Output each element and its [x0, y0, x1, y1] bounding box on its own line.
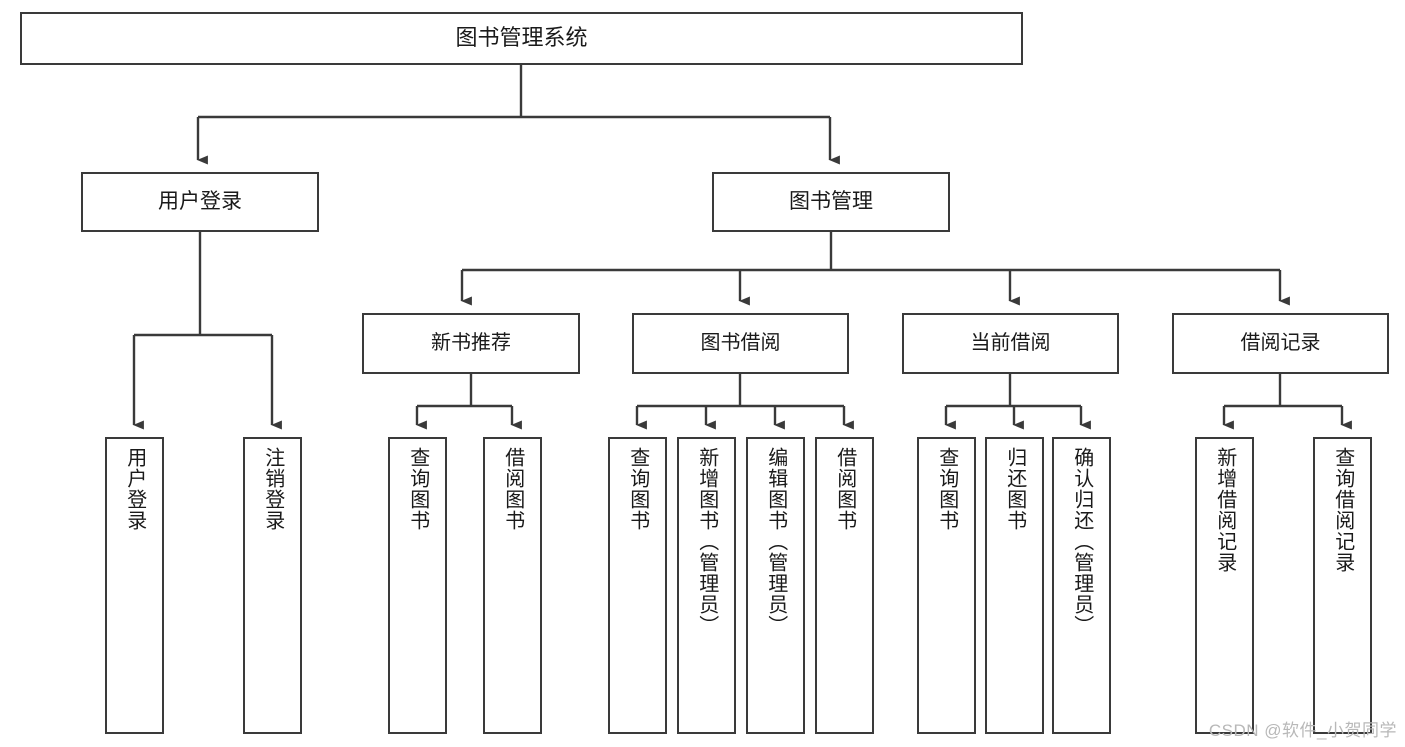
- node-leaf-query-book-1-label: 查询图书: [406, 447, 429, 531]
- node-leaf-edit-book-admin[interactable]: 编辑图书（管理员）: [746, 437, 805, 734]
- node-leaf-query-book-3[interactable]: 查询图书: [917, 437, 976, 734]
- node-current-borrow-label: 当前借阅: [970, 332, 1051, 355]
- node-leaf-user-login[interactable]: 用户登录: [105, 437, 164, 734]
- node-leaf-add-borrow-record-label: 新增借阅记录: [1213, 447, 1236, 573]
- node-leaf-logout-login[interactable]: 注销登录: [243, 437, 302, 734]
- node-leaf-query-book-3-label: 查询图书: [935, 447, 958, 531]
- node-new-book-recommend[interactable]: 新书推荐: [362, 313, 580, 374]
- node-leaf-query-borrow-record[interactable]: 查询借阅记录: [1313, 437, 1372, 734]
- node-leaf-user-login-label: 用户登录: [123, 447, 146, 531]
- node-leaf-confirm-return-admin[interactable]: 确认归还（管理员）: [1052, 437, 1111, 734]
- node-root[interactable]: 图书管理系统: [20, 12, 1023, 65]
- node-leaf-query-book-1[interactable]: 查询图书: [388, 437, 447, 734]
- node-user-login[interactable]: 用户登录: [81, 172, 319, 232]
- node-leaf-borrow-book-1[interactable]: 借阅图书: [483, 437, 542, 734]
- node-borrow-record-label: 借阅记录: [1240, 332, 1321, 355]
- node-leaf-add-borrow-record[interactable]: 新增借阅记录: [1195, 437, 1254, 734]
- node-leaf-borrow-book-1-label: 借阅图书: [501, 447, 524, 531]
- node-leaf-borrow-book-2-label: 借阅图书: [833, 447, 856, 531]
- node-new-book-recommend-label: 新书推荐: [431, 332, 511, 355]
- node-root-label: 图书管理系统: [455, 25, 588, 51]
- node-book-borrow[interactable]: 图书借阅: [632, 313, 849, 374]
- node-leaf-query-book-2-label: 查询图书: [626, 447, 649, 531]
- node-leaf-add-book-admin[interactable]: 新增图书（管理员）: [677, 437, 736, 734]
- node-leaf-query-book-2[interactable]: 查询图书: [608, 437, 667, 734]
- node-book-manage-label: 图书管理: [789, 190, 873, 214]
- node-leaf-confirm-return-admin-label: 确认归还（管理员）: [1070, 447, 1093, 636]
- node-leaf-query-borrow-record-label: 查询借阅记录: [1331, 447, 1354, 573]
- node-borrow-record[interactable]: 借阅记录: [1172, 313, 1389, 374]
- node-leaf-borrow-book-2[interactable]: 借阅图书: [815, 437, 874, 734]
- watermark-text: CSDN @软件_小贺同学: [1208, 721, 1397, 740]
- node-book-manage[interactable]: 图书管理: [712, 172, 950, 232]
- node-leaf-return-book[interactable]: 归还图书: [985, 437, 1044, 734]
- node-current-borrow[interactable]: 当前借阅: [902, 313, 1119, 374]
- node-user-login-label: 用户登录: [158, 190, 242, 214]
- node-leaf-add-book-admin-label: 新增图书（管理员）: [695, 447, 718, 636]
- node-leaf-logout-login-label: 注销登录: [261, 447, 284, 531]
- node-leaf-edit-book-admin-label: 编辑图书（管理员）: [764, 447, 787, 636]
- node-leaf-return-book-label: 归还图书: [1003, 447, 1026, 531]
- node-book-borrow-label: 图书借阅: [700, 332, 781, 355]
